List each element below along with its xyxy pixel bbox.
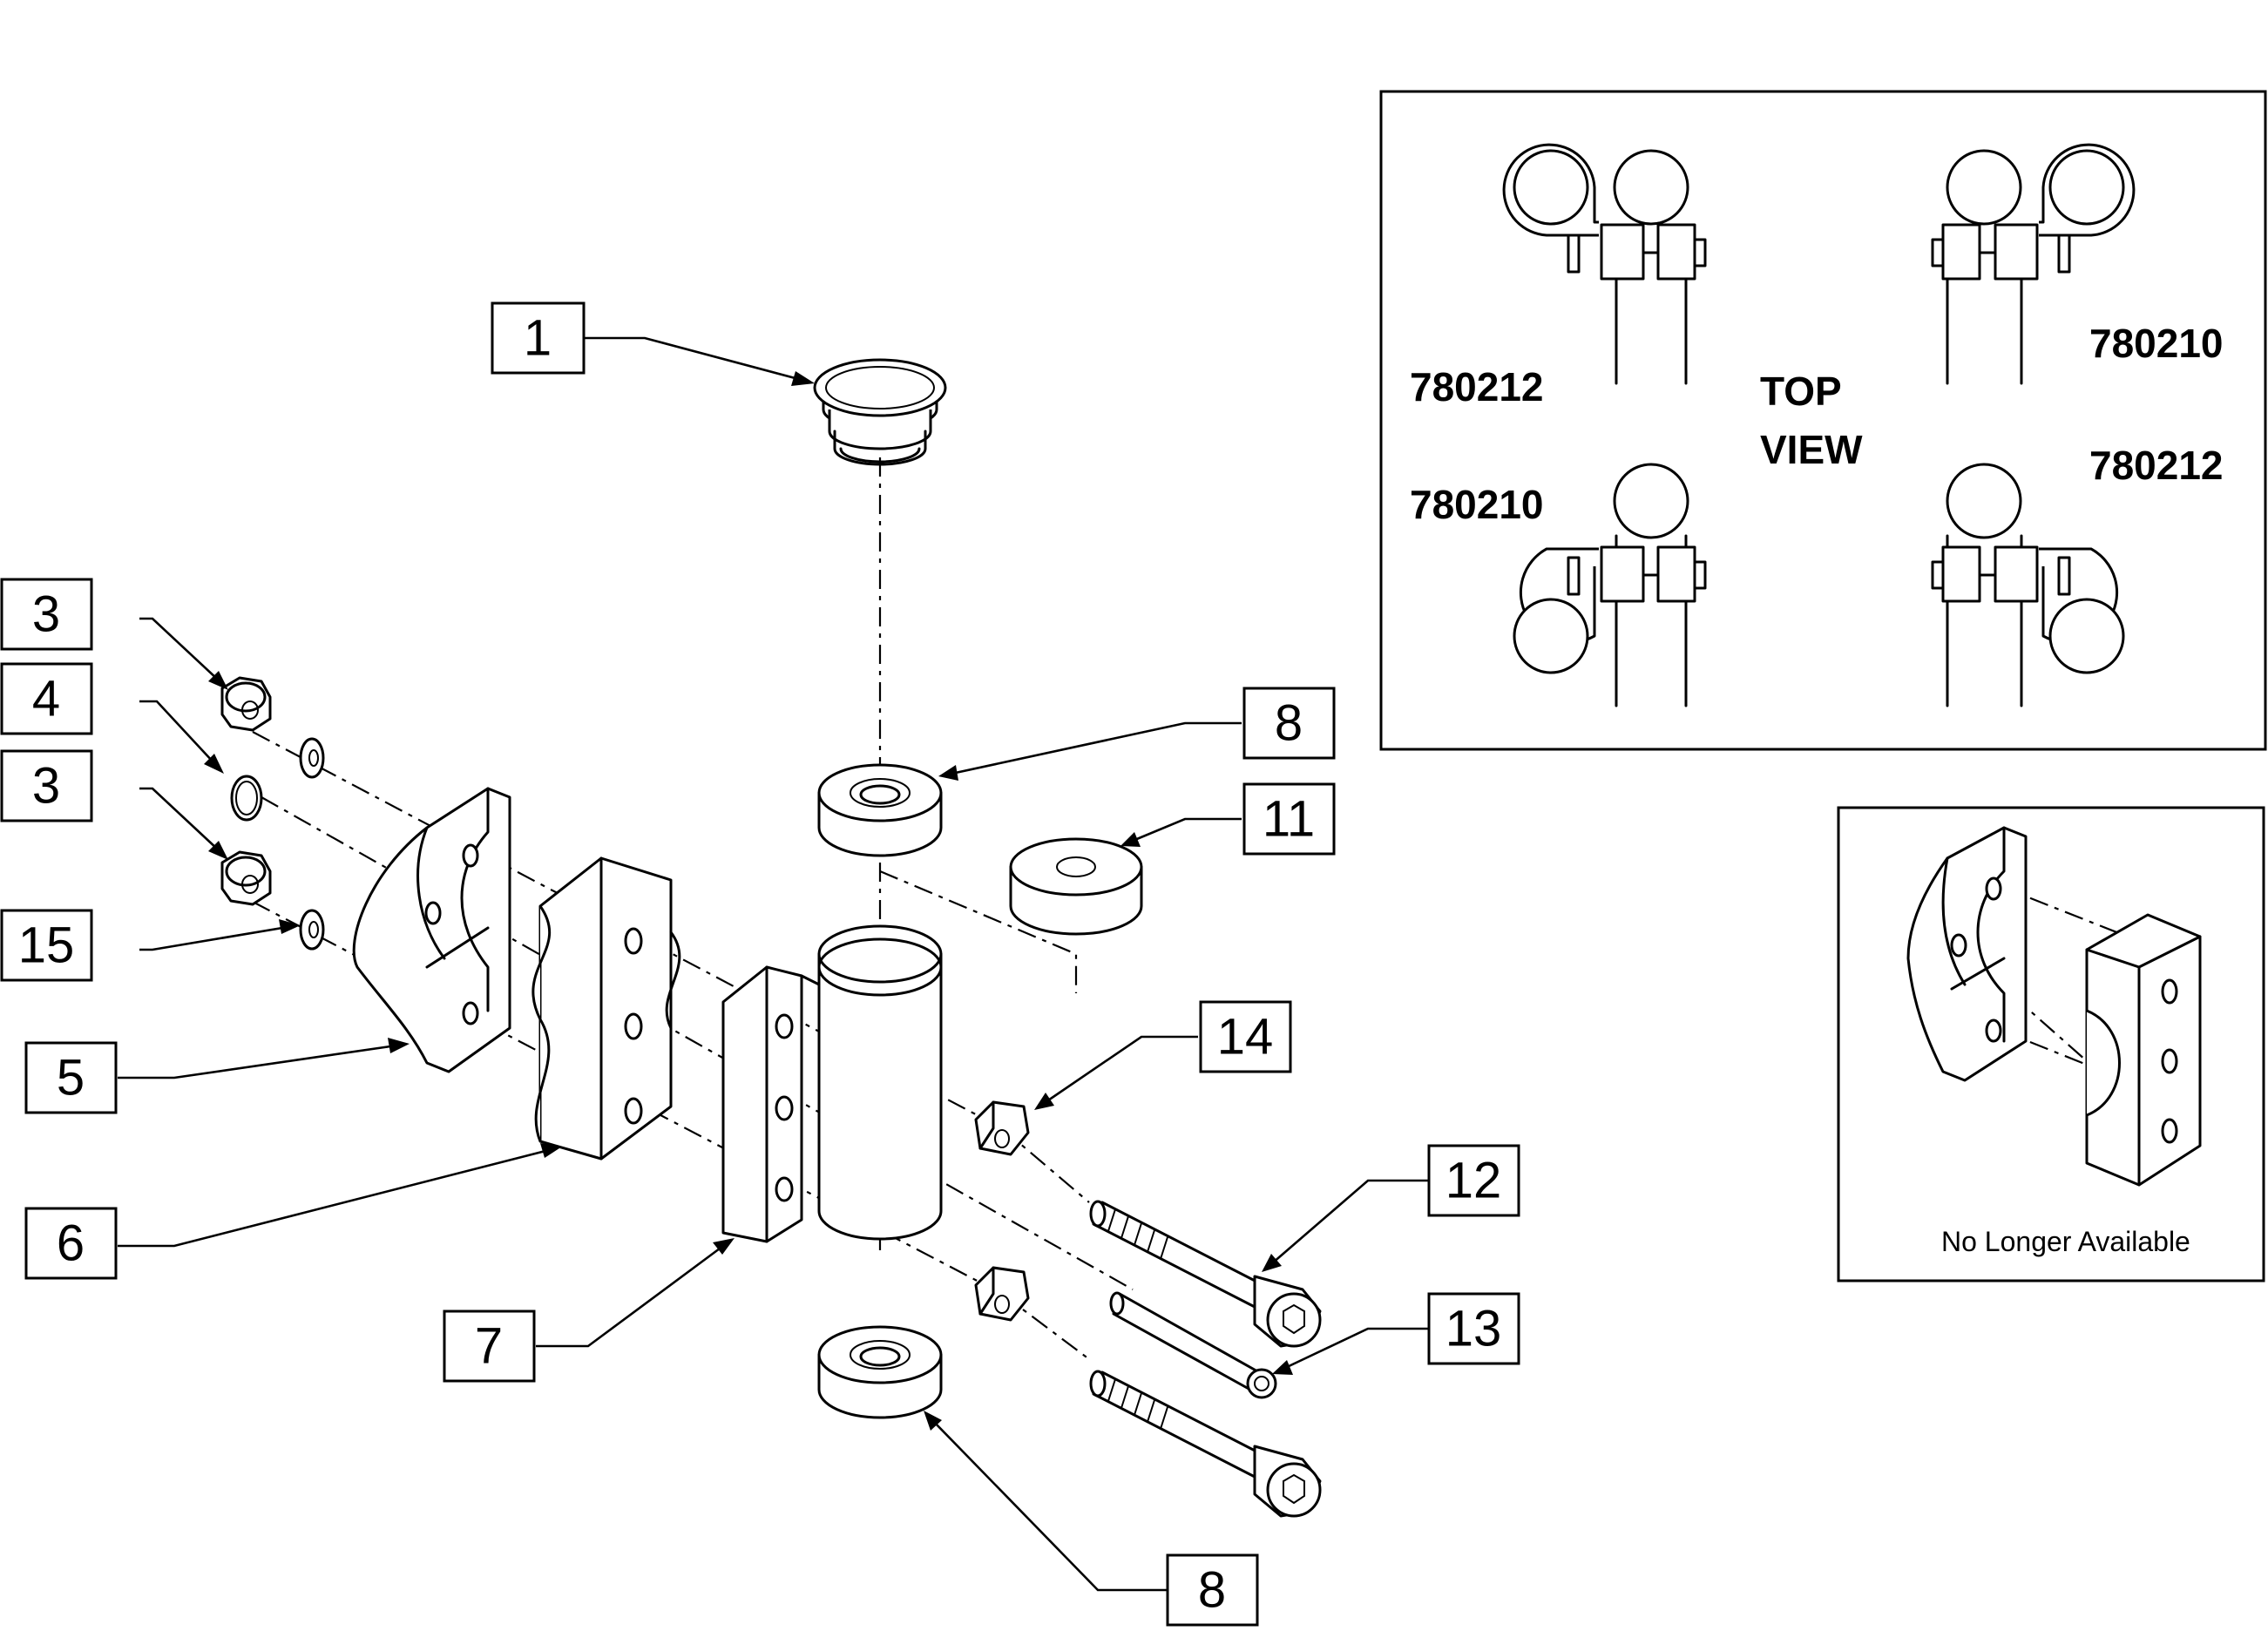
svg-text:3: 3 — [32, 758, 60, 815]
part-number-lower-left: 780210 — [1410, 482, 1544, 527]
legacy-part-panel: No Longer Available — [1837, 806, 2265, 1282]
callout-3-lower: 3 — [0, 749, 93, 822]
part-number-lower-right: 780212 — [2089, 443, 2224, 488]
part-number-upper-right: 780210 — [2089, 321, 2224, 366]
legacy-block — [2085, 913, 2202, 1187]
part-washer-top — [299, 737, 325, 779]
svg-text:15: 15 — [18, 917, 75, 974]
svg-text:8: 8 — [1198, 1562, 1226, 1619]
callout-11: 11 — [1242, 782, 1336, 856]
part-lock-ring — [230, 775, 263, 822]
svg-text:6: 6 — [57, 1215, 85, 1272]
top-view-upper-right — [1931, 143, 2136, 385]
callout-5: 5 — [24, 1041, 118, 1114]
top-view-panel: 780212 780210 780210 780212 TOP VIEW — [1379, 90, 2267, 751]
callout-12: 12 — [1427, 1144, 1520, 1217]
callout-13: 13 — [1427, 1292, 1520, 1365]
part-square-nut-top — [974, 1100, 1030, 1156]
callout-3-upper: 3 — [0, 578, 93, 651]
svg-text:5: 5 — [57, 1050, 85, 1107]
svg-text:11: 11 — [1263, 791, 1315, 848]
callout-8-upper: 8 — [1242, 687, 1336, 760]
top-view-title-line1: TOP — [1760, 369, 1842, 414]
part-clamp-half — [352, 787, 511, 1073]
callout-14: 14 — [1199, 1000, 1292, 1073]
svg-text:3: 3 — [32, 586, 60, 643]
callout-15: 15 — [0, 909, 93, 982]
part-socket-bolt-bottom — [1089, 1370, 1322, 1518]
svg-text:8: 8 — [1275, 695, 1303, 752]
leader-lines — [118, 336, 1429, 1592]
svg-text:14: 14 — [1217, 1009, 1274, 1066]
part-housing — [721, 924, 943, 1243]
callout-6: 6 — [24, 1207, 118, 1280]
part-cap — [813, 358, 947, 466]
part-clamp-block — [531, 856, 681, 1161]
legacy-clamp-half — [1906, 826, 2028, 1082]
svg-text:7: 7 — [475, 1318, 503, 1375]
top-view-lower-left — [1513, 463, 1707, 707]
part-square-nut-bottom — [974, 1266, 1030, 1322]
callout-7: 7 — [443, 1310, 536, 1383]
part-socket-bolt-top — [1089, 1200, 1322, 1348]
svg-text:1: 1 — [524, 310, 552, 367]
part-bearing-bottom — [817, 1325, 943, 1419]
part-locknut-bottom — [220, 850, 272, 906]
callout-8-lower: 8 — [1166, 1553, 1259, 1627]
part-locknut-top — [220, 676, 272, 732]
top-view-lower-right — [1931, 463, 2125, 707]
svg-text:12: 12 — [1445, 1153, 1502, 1209]
callout-4: 4 — [0, 662, 93, 735]
part-spacer-ring — [1009, 837, 1143, 936]
svg-text:13: 13 — [1445, 1301, 1502, 1357]
part-number-upper-left: 780212 — [1410, 364, 1544, 409]
part-pin — [1109, 1291, 1277, 1399]
svg-text:4: 4 — [32, 671, 60, 728]
legacy-caption: No Longer Available — [1941, 1226, 2190, 1257]
callout-1: 1 — [491, 301, 586, 375]
part-bearing-top — [817, 763, 943, 857]
part-washer-bottom — [299, 909, 325, 951]
top-view-upper-left — [1502, 143, 1707, 385]
top-view-title-line2: VIEW — [1760, 427, 1863, 472]
